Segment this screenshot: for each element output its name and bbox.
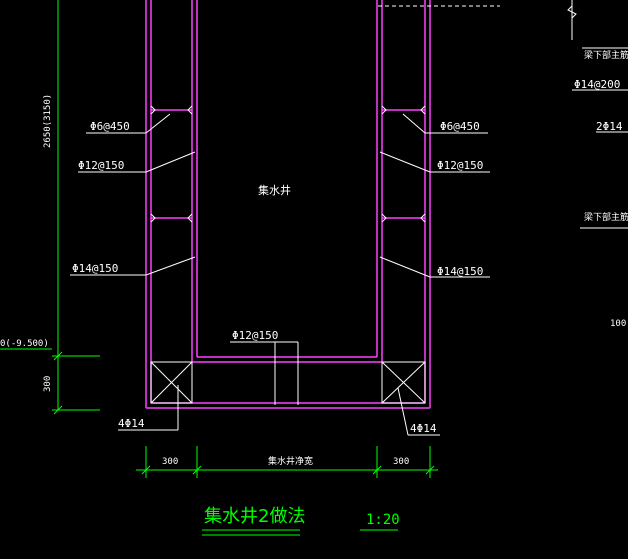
wall-rebar-label-left-1: Φ12@150 — [78, 159, 124, 172]
right-label-2: Φ14@200 — [574, 78, 620, 91]
right-label-3: 2Φ14 — [596, 120, 623, 133]
vertical-dimension-text: 2650(3150) — [43, 94, 53, 148]
side-dimension-300-text: 300 — [43, 376, 53, 392]
bottom-rebar-label: Φ12@150 — [232, 329, 278, 342]
pit-outline — [145, 0, 431, 409]
corner-rebar-label-left: 4Φ14 — [118, 417, 145, 430]
right-panel-lines — [378, 0, 628, 229]
ring-label-top-right: Φ6@450 — [440, 120, 480, 133]
bottom-slab-rebar — [230, 341, 299, 405]
wall-rebar-label-right-1: Φ12@150 — [437, 159, 483, 172]
right-label-1: 梁下部主筋 — [584, 49, 628, 61]
drawing-scale: 1:20 — [366, 512, 400, 528]
corner-rebar-label-right: 4Φ14 — [410, 422, 437, 435]
right-label-4: 梁下部主筋 — [584, 211, 628, 223]
bottom-dimension — [136, 446, 438, 478]
elevation-text: 0(-9.500) — [0, 339, 49, 349]
ring-label-top-left: Φ6@450 — [90, 120, 130, 133]
corner-box-right — [381, 361, 426, 404]
wall-rebar-label-left-2: Φ14@150 — [72, 262, 118, 275]
dim-left-text: 300 — [162, 457, 178, 467]
wall-ties — [151, 109, 425, 219]
right-label-5: 100 — [610, 319, 626, 329]
title-underline — [202, 529, 398, 536]
left-vertical-dimension — [52, 0, 100, 415]
leader-lines — [70, 113, 490, 436]
wall-rebar-label-right-2: Φ14@150 — [437, 265, 483, 278]
pit-name-label: 集水井 — [258, 183, 291, 197]
dim-middle-text: 集水井净宽 — [268, 455, 313, 467]
corner-box-left — [150, 361, 193, 404]
dim-right-text: 300 — [393, 457, 409, 467]
drawing-title: 集水井2做法 — [204, 506, 305, 527]
tie-hooks — [150, 105, 426, 223]
